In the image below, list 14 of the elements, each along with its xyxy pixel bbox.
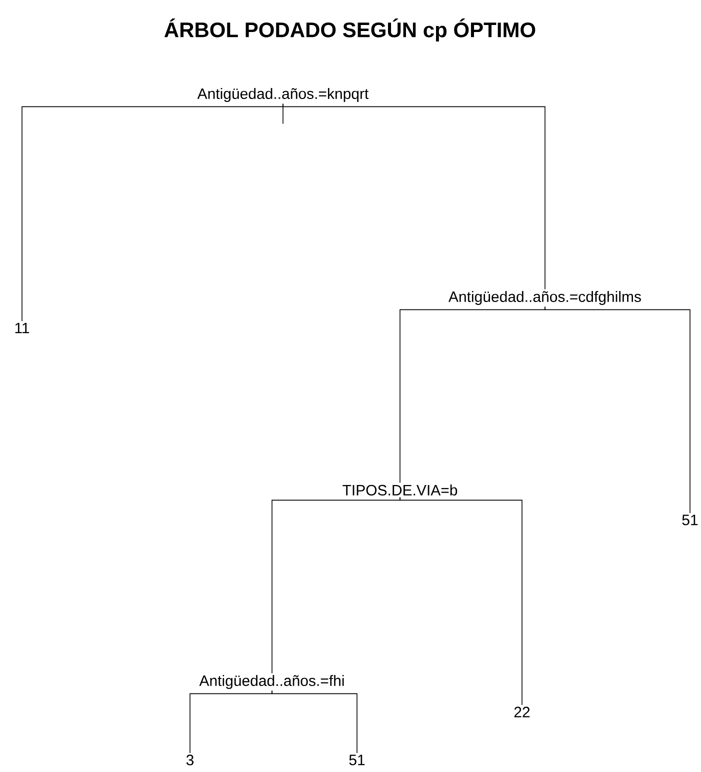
title: ÁRBOL PODADO SEGÚN cp ÓPTIMO [164,18,536,42]
leaf-value: 11 [15,322,30,334]
leaf-value: 3 [186,754,194,766]
split-label: Antigüedad..años.=fhi [199,675,344,689]
split-label: TIPOS.DE.VIA=b [342,484,458,496]
leaf-value: 51 [682,514,698,526]
tree-branch [272,690,358,754]
tree-branch [400,496,522,706]
split-label: Antigüedad..años.=knpqrt [197,88,369,102]
leaf-value: 51 [349,754,365,766]
split-label: Antigüedad..años.=cdfghilms [448,291,641,305]
tree-branch [544,306,690,514]
leaf-value: 22 [514,706,530,718]
tree-branch [282,103,546,290]
